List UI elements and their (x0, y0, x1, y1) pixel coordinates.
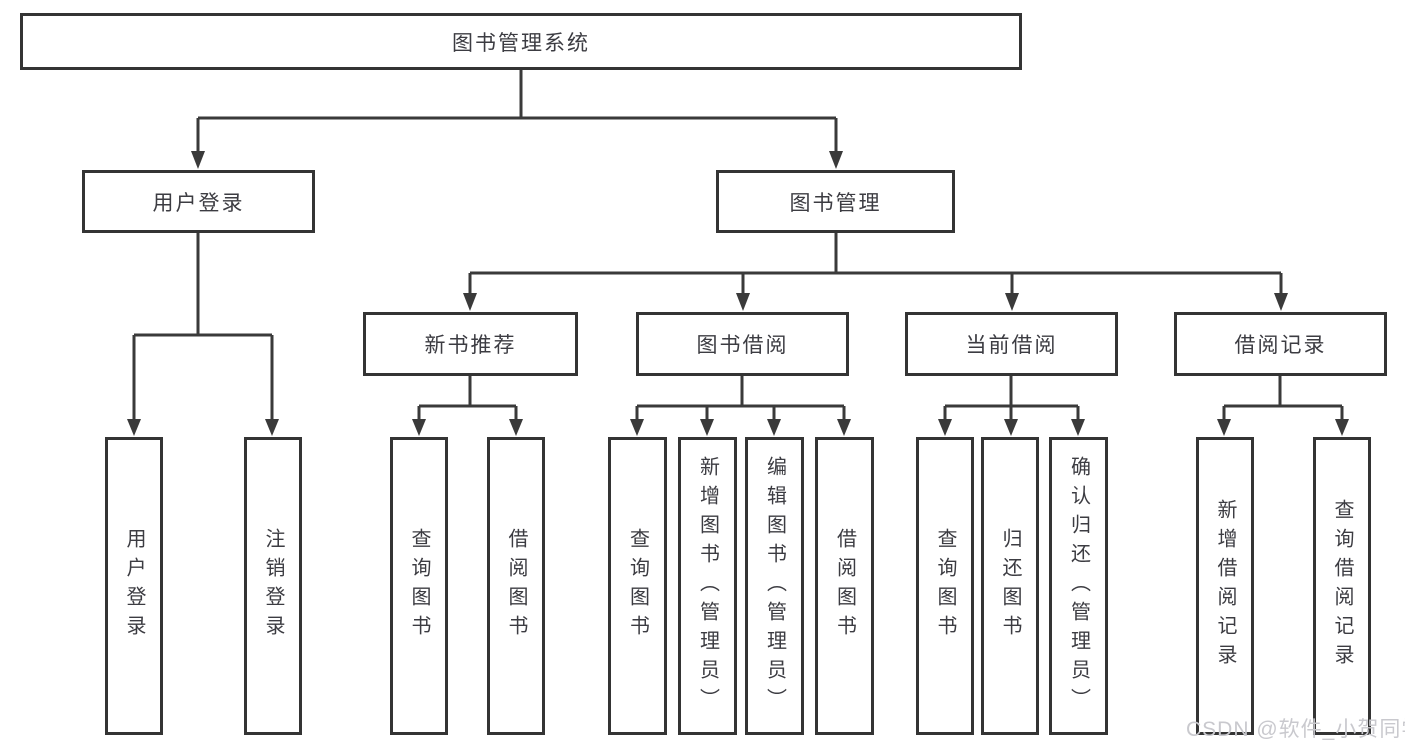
node-label: 图书借阅 (696, 334, 789, 357)
node-label: 当前借阅 (965, 334, 1058, 357)
node-label: 编辑图书（管理员） (763, 455, 786, 717)
node-label: 查询图书 (408, 528, 430, 644)
node-label: 归还图书 (999, 528, 1021, 644)
node-label: 借阅图书 (833, 528, 856, 644)
node-book-management: 图书管理 (716, 170, 955, 233)
connector-current-borrowing-children (938, 376, 1085, 436)
leaf-borrow-books-recommend: 借阅图书 (487, 437, 545, 735)
node-book-borrowing: 图书借阅 (636, 312, 849, 376)
connector-book-borrowing-children (630, 376, 851, 436)
node-label: 用户登录 (123, 528, 145, 644)
node-label: 新增图书（管理员） (696, 455, 719, 717)
node-new-book-recommendation: 新书推荐 (363, 312, 578, 376)
node-current-borrowing: 当前借阅 (905, 312, 1118, 376)
node-label: 图书管理系统 (452, 31, 590, 55)
leaf-confirm-return-admin: 确认归还（管理员） (1049, 437, 1108, 735)
leaf-query-books-borrowing: 查询图书 (608, 437, 667, 735)
leaf-logout: 注销登录 (244, 437, 302, 735)
leaf-add-borrow-record: 新增借阅记录 (1196, 437, 1254, 735)
node-label: 注销登录 (262, 528, 284, 644)
node-label: 借阅图书 (505, 528, 527, 644)
leaf-borrow-books-borrowing: 借阅图书 (815, 437, 874, 735)
node-label: 用户登录 (152, 191, 245, 215)
node-library-management-system: 图书管理系统 (20, 13, 1022, 70)
connector-borrowing-records-children (1217, 376, 1349, 436)
leaf-query-books-current: 查询图书 (916, 437, 974, 735)
leaf-add-book-admin: 新增图书（管理员） (678, 437, 737, 735)
csdn-watermark: CSDN @软件_小贺同学 (1186, 718, 1405, 741)
node-user-login: 用户登录 (82, 170, 315, 233)
leaf-query-books-recommend: 查询图书 (390, 437, 448, 735)
leaf-user-login: 用户登录 (105, 437, 163, 735)
connector-user-login-children (127, 233, 279, 436)
connector-new-book-children (412, 376, 523, 436)
node-label: 新书推荐 (424, 334, 517, 357)
leaf-return-books: 归还图书 (981, 437, 1039, 735)
leaf-edit-book-admin: 编辑图书（管理员） (745, 437, 804, 735)
node-label: 查询图书 (934, 528, 956, 644)
node-borrowing-records: 借阅记录 (1174, 312, 1387, 376)
node-label: 图书管理 (789, 191, 882, 215)
node-label: 借阅记录 (1234, 334, 1327, 357)
connector-root-to-level2 (191, 69, 843, 169)
node-label: 确认归还（管理员） (1067, 455, 1090, 717)
node-label: 新增借阅记录 (1214, 499, 1236, 673)
leaf-query-borrow-record: 查询借阅记录 (1313, 437, 1371, 735)
node-label: 查询借阅记录 (1331, 499, 1353, 673)
connector-book-management-children (463, 233, 1288, 311)
node-label: 查询图书 (626, 528, 649, 644)
